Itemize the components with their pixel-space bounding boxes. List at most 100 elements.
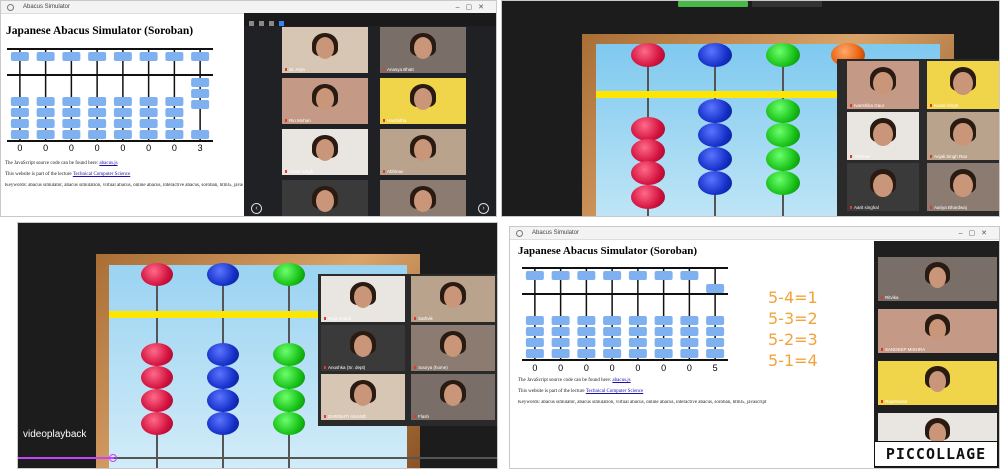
participant-tile[interactable]: DHRISHTI ANAND	[321, 374, 405, 420]
earth-bead[interactable]	[10, 108, 29, 117]
earth-bead[interactable]	[680, 316, 699, 325]
abacus-bead[interactable]	[766, 171, 800, 195]
source-link[interactable]: abacus.js	[612, 378, 631, 383]
earth-bead[interactable]	[191, 100, 210, 109]
earth-bead[interactable]	[525, 316, 544, 325]
abacus-bead[interactable]	[141, 343, 173, 366]
earth-bead[interactable]	[113, 119, 132, 128]
abacus-bead[interactable]	[207, 412, 239, 435]
earth-bead[interactable]	[551, 338, 570, 347]
earth-bead[interactable]	[628, 316, 647, 325]
earth-bead[interactable]	[62, 130, 81, 139]
earth-bead[interactable]	[88, 97, 107, 106]
earth-bead[interactable]	[113, 97, 132, 106]
earth-bead[interactable]	[139, 130, 158, 139]
earth-bead[interactable]	[10, 119, 29, 128]
abacus-bead[interactable]	[207, 366, 239, 389]
earth-bead[interactable]	[191, 89, 210, 98]
abacus-bead[interactable]	[141, 389, 173, 412]
earth-bead[interactable]	[654, 327, 673, 336]
earth-bead[interactable]	[36, 108, 55, 117]
video-call-toolbar[interactable]	[244, 13, 496, 26]
participant-tile[interactable]: Ivanshika Gaur	[847, 61, 919, 109]
heaven-bead[interactable]	[113, 52, 132, 61]
prev-page-button[interactable]: ‹	[251, 203, 262, 214]
abacus-bead[interactable]	[698, 43, 732, 67]
earth-bead[interactable]	[603, 316, 622, 325]
heaven-bead[interactable]	[36, 52, 55, 61]
view-options[interactable]	[752, 1, 822, 7]
earth-bead[interactable]	[654, 316, 673, 325]
participant-tile[interactable]: Ritvika	[878, 257, 997, 301]
abacus-bead[interactable]	[766, 43, 800, 67]
earth-bead[interactable]	[88, 108, 107, 117]
earth-bead[interactable]	[62, 97, 81, 106]
participant-tile[interactable]	[380, 180, 466, 216]
earth-bead[interactable]	[165, 108, 184, 117]
participant-tile[interactable]: Kunal Singh	[282, 129, 368, 175]
earth-bead[interactable]	[36, 119, 55, 128]
abacus-bead[interactable]	[698, 99, 732, 123]
abacus-bead[interactable]	[273, 366, 305, 389]
earth-bead[interactable]	[113, 130, 132, 139]
earth-bead[interactable]	[577, 338, 596, 347]
heaven-bead[interactable]	[577, 271, 596, 280]
participant-tile[interactable]: Harshitha	[380, 78, 466, 124]
abacus-bead[interactable]	[698, 147, 732, 171]
earth-bead[interactable]	[706, 327, 725, 336]
earth-bead[interactable]	[628, 327, 647, 336]
abacus-bead[interactable]	[273, 343, 305, 366]
earth-bead[interactable]	[551, 316, 570, 325]
earth-bead[interactable]	[139, 119, 158, 128]
earth-bead[interactable]	[654, 349, 673, 358]
video-seekbar[interactable]	[18, 454, 497, 462]
participant-tile[interactable]	[282, 180, 368, 216]
participant-tile[interactable]: Sourya (home)	[411, 325, 495, 371]
earth-bead[interactable]	[603, 349, 622, 358]
heaven-bead[interactable]	[706, 284, 725, 293]
earth-bead[interactable]	[36, 130, 55, 139]
lecture-link[interactable]: Technical Computer Science	[585, 389, 644, 394]
abacus-bead[interactable]	[698, 171, 732, 195]
participant-tile[interactable]: Flash	[411, 374, 495, 420]
earth-bead[interactable]	[680, 327, 699, 336]
earth-bead[interactable]	[551, 349, 570, 358]
heaven-bead[interactable]	[628, 271, 647, 280]
participant-tile[interactable]: Anjali Singh Rao	[927, 112, 999, 160]
earth-bead[interactable]	[706, 338, 725, 347]
earth-bead[interactable]	[139, 108, 158, 117]
window-controls[interactable]: –▢✕	[958, 230, 993, 237]
heaven-bead[interactable]	[62, 52, 81, 61]
abacus-svg[interactable]	[7, 47, 213, 151]
earth-bead[interactable]	[577, 349, 596, 358]
earth-bead[interactable]	[680, 349, 699, 358]
earth-bead[interactable]	[191, 78, 210, 87]
participant-tile[interactable]: Kunal Singh	[927, 61, 999, 109]
earth-bead[interactable]	[191, 130, 210, 139]
source-link[interactable]: abacus.js	[99, 161, 118, 166]
earth-bead[interactable]	[680, 338, 699, 347]
heaven-bead[interactable]	[680, 271, 699, 280]
abacus-bead[interactable]	[631, 139, 665, 163]
heaven-bead[interactable]	[551, 271, 570, 280]
heaven-bead[interactable]	[10, 52, 29, 61]
abacus-bead[interactable]	[631, 185, 665, 209]
participant-tile[interactable]: Anushka (Sr. dept)	[321, 325, 405, 371]
window-controls[interactable]: –▢✕	[455, 4, 490, 11]
abacus-bead[interactable]	[141, 263, 173, 286]
participant-tile[interactable]: Raju Anand	[321, 276, 405, 322]
earth-bead[interactable]	[62, 108, 81, 117]
earth-bead[interactable]	[10, 97, 29, 106]
abacus-bead[interactable]	[766, 99, 800, 123]
abacus-bead[interactable]	[766, 123, 800, 147]
earth-bead[interactable]	[165, 130, 184, 139]
earth-bead[interactable]	[10, 130, 29, 139]
abacus-bead[interactable]	[207, 343, 239, 366]
earth-bead[interactable]	[113, 108, 132, 117]
earth-bead[interactable]	[139, 97, 158, 106]
abacus-bead[interactable]	[698, 123, 732, 147]
participant-tile[interactable]: Rio Mohan	[282, 78, 368, 124]
participant-tile[interactable]: Abhinav	[380, 129, 466, 175]
participant-tile[interactable]: Abhinav	[847, 112, 919, 160]
earth-bead[interactable]	[706, 349, 725, 358]
